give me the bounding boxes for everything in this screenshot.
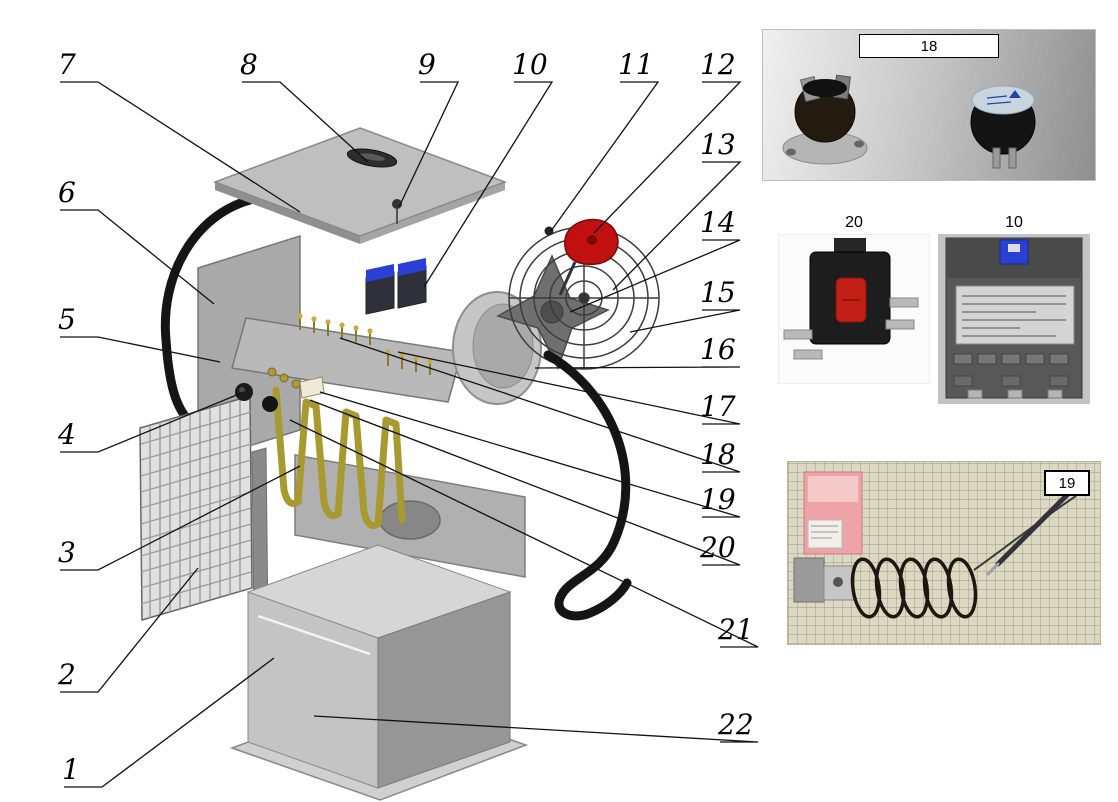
callout-7: 7 <box>58 48 76 81</box>
callout-18: 18 <box>700 438 736 471</box>
callout-12: 12 <box>700 48 736 81</box>
inset-capillary-thermostat-photo: 19 <box>788 462 1100 644</box>
contactor-photo-column: 10 <box>938 212 1090 412</box>
callout-20: 20 <box>700 531 736 564</box>
callout-15: 15 <box>700 276 736 309</box>
callout-9: 9 <box>418 48 436 81</box>
thermostats-illustration <box>782 74 1036 169</box>
contactor-illustration <box>938 234 1090 404</box>
inset-label-18: 18 <box>859 34 999 58</box>
carry-handle-left <box>160 195 255 427</box>
callout-19: 19 <box>700 483 736 516</box>
heating-element <box>272 386 406 529</box>
vent-line <box>257 614 371 656</box>
callout-11: 11 <box>618 48 654 81</box>
callout-14: 14 <box>700 206 736 239</box>
motor-mount <box>558 261 577 296</box>
callout-1: 1 <box>62 753 80 786</box>
inset-label-19: 19 <box>1044 470 1090 496</box>
leader-lines <box>60 81 759 788</box>
top-cover <box>212 127 508 244</box>
inset-switch-contactor-photos: 20 10 <box>778 212 1096 412</box>
callout-3: 3 <box>58 536 76 569</box>
contactor-part <box>365 258 427 315</box>
callout-16: 16 <box>700 333 736 366</box>
callout-13: 13 <box>700 128 736 161</box>
motor-screw <box>544 226 554 236</box>
callout-17: 17 <box>700 390 736 423</box>
callout-8: 8 <box>240 48 258 81</box>
carry-handle-right <box>543 350 632 621</box>
capillary-thermostat-illustration <box>793 471 1089 619</box>
inset-label-20: 20 <box>845 214 863 231</box>
switch-illustration <box>778 234 930 384</box>
grille-mesh <box>140 399 252 618</box>
callout-6: 6 <box>58 176 76 209</box>
front-grille <box>139 395 253 621</box>
callout-2: 2 <box>58 658 76 691</box>
callout-21: 21 <box>718 613 754 646</box>
inset-label-10: 10 <box>1005 214 1023 231</box>
fan-motor <box>564 218 619 266</box>
inset-thermostats-photo: 18 <box>763 30 1095 180</box>
callout-5: 5 <box>58 303 76 336</box>
cover-handle <box>346 148 398 168</box>
callout-10: 10 <box>512 48 548 81</box>
control-panel <box>231 313 463 412</box>
callout-22: 22 <box>718 708 754 741</box>
callout-4: 4 <box>58 418 76 451</box>
switch-photo-column: 20 <box>778 212 930 412</box>
lower-housing <box>246 544 512 789</box>
